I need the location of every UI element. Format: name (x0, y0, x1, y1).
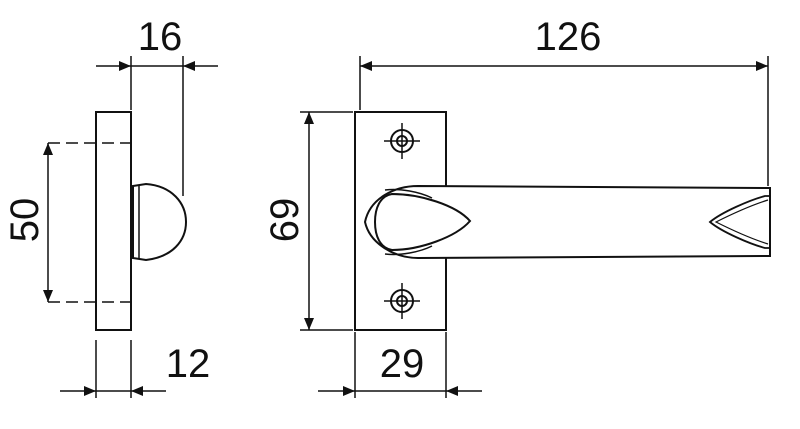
screw-hole-icon (384, 123, 420, 159)
lever-end-recess (708, 195, 770, 249)
dim-label-29: 29 (380, 342, 425, 386)
dim-label-126: 126 (535, 15, 602, 59)
front-view (300, 56, 771, 398)
lever-base-inner (373, 192, 472, 252)
side-knob (132, 182, 188, 262)
dim-label-50: 50 (3, 198, 47, 243)
lever-handle (363, 184, 771, 260)
side-rose-plate (95, 111, 132, 331)
screw-hole-icon (384, 283, 420, 319)
side-view (48, 56, 188, 398)
dim-label-69: 69 (263, 198, 307, 243)
dim-label-12: 12 (166, 342, 211, 386)
dim-label-16: 16 (138, 15, 183, 59)
